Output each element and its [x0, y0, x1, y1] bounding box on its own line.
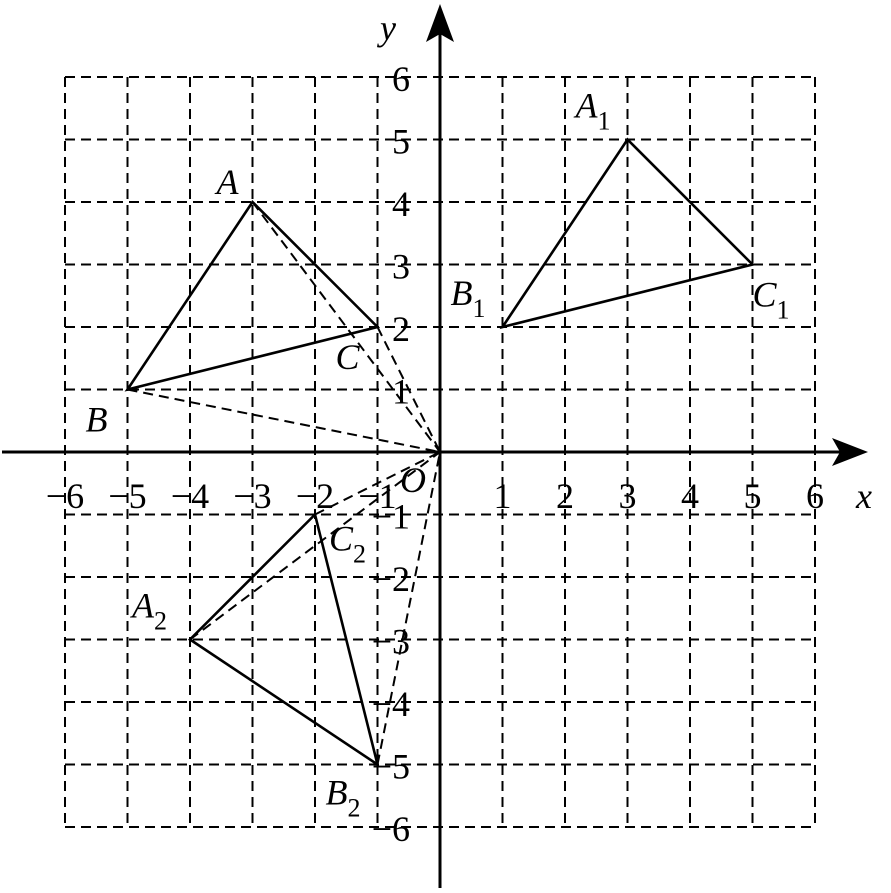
- segment-A2-O: [189, 451, 441, 641]
- origin-label: O: [400, 460, 426, 500]
- point-b-label: B: [86, 400, 108, 440]
- y-tick-label: 6: [392, 59, 410, 99]
- y-tick-label: −1: [372, 497, 410, 537]
- x-tick-label: 2: [556, 476, 574, 516]
- x-axis-label: x: [855, 476, 872, 516]
- dashed-rays-to-origin: [127, 201, 441, 765]
- x-tick-label: 4: [681, 476, 699, 516]
- point-a2-label: A2: [130, 586, 167, 636]
- triangle-A2B2C2: [187, 511, 380, 768]
- segment-B2-O: [376, 451, 441, 765]
- y-axis-arrow-icon: [426, 4, 454, 42]
- x-tick-label: −2: [296, 476, 334, 516]
- y-tick-label: 1: [392, 372, 410, 412]
- point-b2-label: B2: [326, 773, 361, 823]
- segment-C2-O: [314, 451, 441, 516]
- tick-labels: −6 −5 −4 −3 −2 −1 1 2 3 4 5 6 6 5 4 3 2 1 −1 −2 −3 −4 −5 −6: [46, 59, 824, 849]
- triangle-A1B1C1: [499, 137, 756, 330]
- x-tick-label: 3: [619, 476, 637, 516]
- point-a1-label: A1: [574, 86, 611, 136]
- y-tick-label: −2: [372, 559, 410, 599]
- y-tick-label: 4: [392, 184, 410, 224]
- x-axis-arrow-icon: [832, 438, 868, 466]
- x-tick-label: 5: [744, 476, 762, 516]
- point-c-label: C: [336, 337, 361, 377]
- x-tick-label: −5: [108, 476, 146, 516]
- point-b1-label: B1: [451, 273, 486, 323]
- x-tick-label: −1: [358, 476, 396, 516]
- x-tick-label: −4: [171, 476, 209, 516]
- y-tick-label: −3: [372, 622, 410, 662]
- y-tick-label: 2: [392, 309, 410, 349]
- x-tick-label: −6: [46, 476, 84, 516]
- x-tick-label: 6: [806, 476, 824, 516]
- triangle-ABC: [124, 199, 381, 392]
- axes: [2, 4, 868, 888]
- y-tick-label: −5: [372, 747, 410, 787]
- segment-A-O: [251, 201, 441, 453]
- segment-B-O: [127, 388, 441, 453]
- triangles: [124, 137, 756, 768]
- point-c1-label: C1: [753, 275, 790, 325]
- y-tick-label: −6: [372, 809, 410, 849]
- y-tick-label: 5: [392, 122, 410, 162]
- x-tick-label: −3: [233, 476, 271, 516]
- x-tick-label: 1: [494, 476, 512, 516]
- y-tick-label: 3: [392, 247, 410, 287]
- segment-C-O: [376, 326, 441, 453]
- point-a-label: A: [215, 162, 240, 202]
- point-c2-label: C2: [329, 519, 366, 569]
- y-tick-label: −4: [372, 684, 410, 724]
- y-axis-label: y: [377, 8, 396, 48]
